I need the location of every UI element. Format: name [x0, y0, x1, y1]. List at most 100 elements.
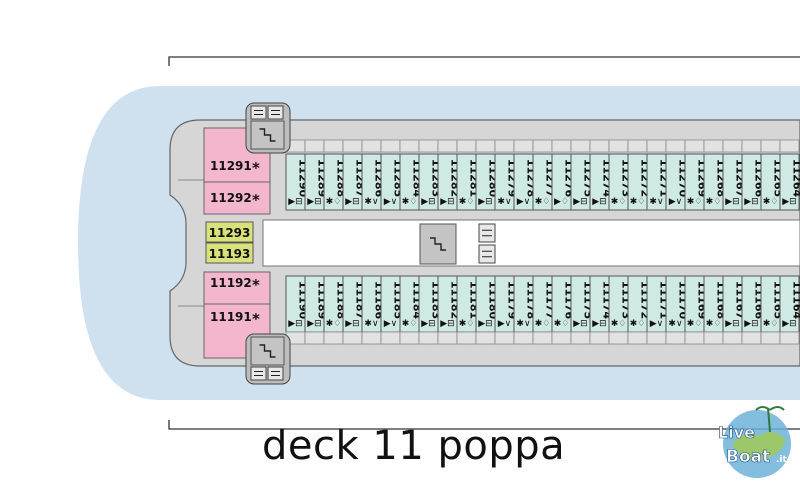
cabin-amenity-icons: ✱♢	[630, 319, 646, 329]
cabin-amenity-icons: ▶⊟	[592, 197, 606, 207]
cabin-amenity-icons: ✱∨	[364, 319, 378, 329]
cabin-amenity-icons: ▶⊟	[782, 319, 796, 329]
top-cabin-11278[interactable]: 11278▶∨	[513, 139, 538, 211]
cabin-amenity-icons: ▶⊟	[440, 197, 454, 207]
balcony-strip	[703, 139, 724, 153]
special-cabin-11293[interactable]: 11293	[205, 221, 254, 243]
cabin-amenity-icons: ✱∨	[364, 197, 378, 207]
logo-text-live: Live	[718, 423, 755, 442]
suite-cabin-11191[interactable]: 11191*	[210, 310, 260, 328]
bottom-cabin-11164[interactable]: 11164▶⊟	[779, 275, 800, 345]
cabin-amenity-icons: ▶⊟	[744, 197, 758, 207]
cabin-amenity-icons: ✱♢	[326, 197, 342, 207]
balcony-strip	[342, 139, 363, 153]
cabin-amenity-icons: ✱♢	[326, 319, 342, 329]
cabin-amenity-icons: ▶∨	[384, 197, 398, 207]
stairs-midship	[419, 223, 457, 265]
elevator-icon	[271, 371, 280, 376]
top-cabin-11286[interactable]: 11286✱∨	[361, 139, 386, 211]
top-cabin-11270[interactable]: 11270▶∨	[665, 139, 690, 211]
balcony-strip	[361, 139, 382, 153]
bottom-cabin-11186[interactable]: 11186✱∨	[361, 275, 386, 345]
suite-cabin-11192[interactable]: 11192*	[210, 276, 260, 294]
elevator-bottom-left	[250, 366, 267, 381]
cabin-amenity-icons: ▶⊟	[421, 197, 435, 207]
bottom-cabin-11174[interactable]: 11174▶⊟	[589, 275, 614, 345]
balcony-strip	[494, 139, 515, 153]
balcony-strip	[684, 139, 705, 153]
cabin-amenity-icons: ▶⊟	[440, 319, 454, 329]
elevator-box	[267, 366, 284, 381]
balcony-strip	[608, 331, 629, 345]
balcony-strip	[342, 331, 363, 345]
balcony-strip	[475, 139, 496, 153]
cabin-amenity-icons: ▶⊟	[421, 319, 435, 329]
deck-caption: deck 11 poppa	[262, 423, 566, 469]
cabin-amenity-icons: ▶♢	[554, 197, 569, 207]
special-cabin-11193[interactable]: 11193	[205, 242, 254, 264]
suite-cabin-11292[interactable]: 11292*	[210, 191, 260, 209]
balcony-strip	[703, 331, 724, 345]
top-cabin-11288[interactable]: 11288✱♢	[323, 139, 348, 211]
balcony-strip	[304, 139, 325, 153]
balcony-strip	[399, 139, 420, 153]
cabin-amenity-icons: ✱♢	[535, 197, 551, 207]
cabin-amenity-icons: ✱♢	[763, 319, 779, 329]
top-cabin-11266[interactable]: 11266▶⊟	[741, 139, 766, 211]
cabin-amenity-icons: ▶∨	[517, 197, 531, 207]
elevator-box	[478, 223, 496, 243]
balcony-strip	[589, 139, 610, 153]
cabin-amenity-icons: ▶⊟	[782, 197, 796, 207]
cabin-amenity-icons: ▶∨	[669, 197, 683, 207]
balcony-strip	[418, 139, 439, 153]
elevator-icon	[482, 229, 492, 237]
logo-text-boat: Boat	[726, 447, 770, 467]
elevator-box	[250, 366, 267, 381]
cabin-box	[779, 153, 800, 211]
logo-text-suffix: .it	[776, 455, 788, 465]
logo-palm-icon	[755, 406, 785, 433]
cabin-amenity-icons: ▶⊟	[725, 319, 739, 329]
suite-cabin-11291[interactable]: 11291*	[210, 159, 260, 177]
top-cabin-11268[interactable]: 11268✱♢	[703, 139, 728, 211]
bottom-cabin-11188[interactable]: 11188✱♢	[323, 275, 348, 345]
cabin-amenity-icons: ✱♢	[706, 319, 722, 329]
balcony-strip	[627, 139, 648, 153]
stairs-icon	[259, 344, 276, 358]
liveboat-logo[interactable]: Live Boat .it	[712, 400, 798, 486]
cabin-amenity-icons: ✱♢	[459, 319, 475, 329]
cabin-number: 11164	[791, 281, 800, 320]
suite-number: 11291	[210, 159, 252, 173]
elevator-midship-top	[478, 223, 496, 243]
balcony-strip	[361, 331, 382, 345]
suite-number: 11192	[210, 276, 252, 290]
balcony-strip	[665, 139, 686, 153]
balcony-strip	[665, 331, 686, 345]
dimension-line-top	[168, 56, 800, 66]
bottom-cabin-11182[interactable]: 11182▶⊟	[437, 275, 462, 345]
stairs-top	[250, 120, 285, 150]
cabin-amenity-icons: ✱♢	[402, 319, 418, 329]
elevator-top-left	[250, 105, 267, 120]
cabin-amenity-icons: ▶⊟	[744, 319, 758, 329]
balcony-strip	[437, 331, 458, 345]
top-cabin-11274[interactable]: 11274▶⊟	[589, 139, 614, 211]
balcony-strip	[456, 331, 477, 345]
bottom-cabin-11183[interactable]: 11183▶⊟	[418, 275, 443, 345]
balcony-strip	[722, 331, 743, 345]
balcony-strip	[646, 139, 667, 153]
top-cabin-11264[interactable]: 11264▶⊟	[779, 139, 800, 211]
cabin-amenity-icons: ▶⊟	[345, 197, 359, 207]
top-cabin-11282[interactable]: 11282▶⊟	[437, 139, 462, 211]
top-cabin-11283[interactable]: 11283▶⊟	[418, 139, 443, 211]
elevator-icon	[254, 110, 263, 115]
cabin-amenity-icons: ▶⊟	[288, 197, 302, 207]
cabin-amenity-icons: ▶∨	[384, 319, 398, 329]
balcony-strip	[627, 331, 648, 345]
balcony-strip	[646, 331, 667, 345]
elevator-box	[478, 244, 496, 264]
bottom-cabin-11180[interactable]: 11180▶⊟	[475, 275, 500, 345]
balcony-strip	[741, 139, 762, 153]
